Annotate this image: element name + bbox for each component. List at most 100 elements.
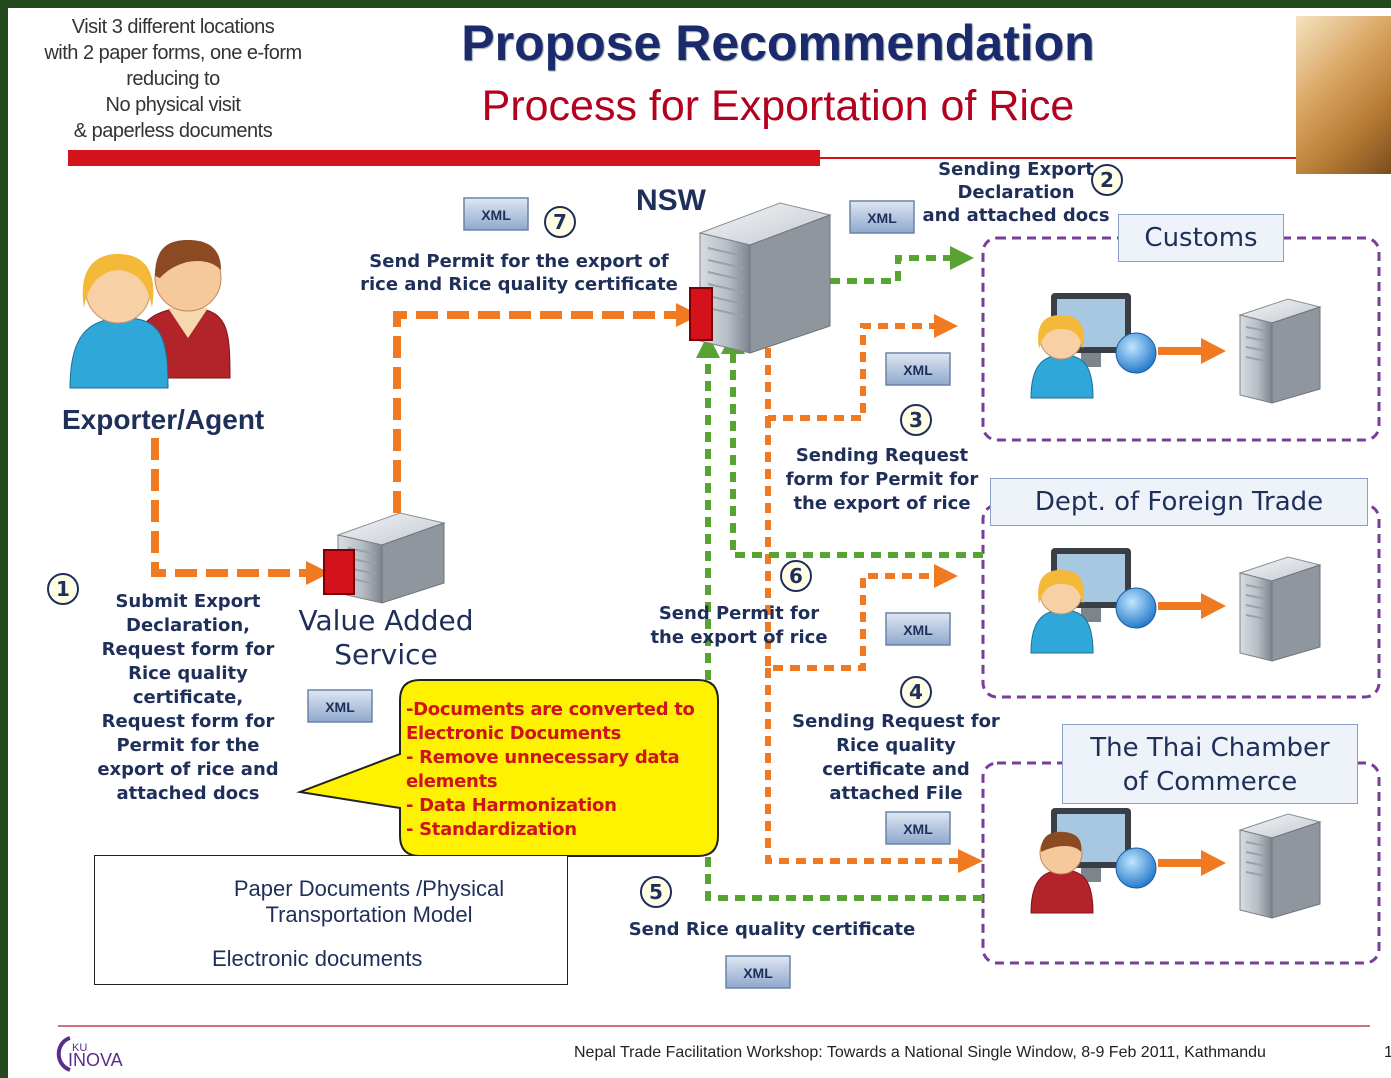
- thai-chamber-title-line: of Commerce: [1122, 767, 1298, 797]
- xml-document-icon: XML: [885, 612, 951, 646]
- step5-label: Send Rice quality certificate: [622, 918, 922, 942]
- step1-line: export of rice and: [97, 759, 279, 780]
- step6-line: the export of rice: [650, 627, 828, 648]
- dft-officer-icon: [1030, 548, 1157, 654]
- page-number: 1: [1384, 1044, 1391, 1061]
- step1-line: Declaration,: [126, 615, 250, 636]
- xml-document-icon: XML: [463, 197, 529, 231]
- callout-line: - Remove unnecessary data: [406, 747, 680, 768]
- xml-document-icon: XML: [725, 955, 791, 989]
- vas-label: Value Added Service: [286, 604, 486, 672]
- page-title: Propose Recommendation: [461, 15, 1095, 71]
- nsw-label: NSW: [636, 184, 706, 217]
- flow-vas-to-nsw: [393, 311, 678, 513]
- step-number-s7: 7: [544, 206, 576, 238]
- step2-line: and attached docs: [922, 205, 1110, 226]
- step4-line: attached File: [829, 783, 963, 804]
- step4-line: certificate and: [822, 759, 970, 780]
- arrowhead-step2: [950, 246, 974, 270]
- step1-line: Request form for: [101, 639, 275, 660]
- diagram-canvas: XML XML XML XML XML XML XML 1 2 3 4 5 6 7: [47, 164, 1381, 989]
- svg-text:2: 2: [1100, 168, 1114, 192]
- summary-note: Visit 3 different locations with 2 paper…: [8, 14, 338, 144]
- svg-text:KU: KU: [72, 1042, 87, 1054]
- xml-document-icon: XML: [849, 200, 915, 234]
- step3-line: the export of rice: [793, 493, 971, 514]
- customs-title: Customs: [1118, 214, 1284, 262]
- arrowhead-vas: [306, 561, 330, 585]
- note-line: Visit 3 different locations: [71, 16, 275, 38]
- step-number-s6: 6: [780, 560, 812, 592]
- customs-officer-icon: [1030, 293, 1157, 399]
- callout-line: Electronic Documents: [406, 723, 622, 744]
- xml-document-icon: XML: [307, 689, 373, 723]
- svg-text:4: 4: [909, 680, 923, 704]
- step2-label: Sending Export Declaration and attached …: [916, 158, 1116, 227]
- vas-server-icon: [323, 512, 446, 604]
- legend-paper-line: Paper Documents /Physical: [233, 876, 505, 901]
- callout-text: -Documents are converted to Electronic D…: [406, 698, 714, 842]
- svg-text:INOVA: INOVA: [68, 1050, 123, 1070]
- svg-text:5: 5: [649, 880, 663, 904]
- ku-inova-logo: KU INOVA: [56, 1036, 123, 1072]
- svg-text:7: 7: [553, 210, 567, 234]
- arrowhead-nsw: [676, 303, 700, 327]
- chamber-officer-icon: [1030, 808, 1157, 914]
- arrowhead-dft: [934, 564, 958, 588]
- svg-text:6: 6: [789, 564, 803, 588]
- note-line: No physical visit: [105, 94, 241, 116]
- xml-label: XML: [481, 207, 511, 223]
- footer-divider: [58, 1025, 1370, 1027]
- xml-document-icon: XML: [885, 811, 951, 845]
- exporter-label: Exporter/Agent: [62, 404, 265, 435]
- thai-chamber-title-line: The Thai Chamber: [1090, 733, 1330, 763]
- step-number-s5: 5: [640, 876, 672, 908]
- page-subtitle: Process for Exportation of Rice: [481, 82, 1075, 130]
- svg-text:3: 3: [909, 408, 923, 432]
- step4-label: Sending Request for Rice quality certifi…: [786, 710, 1006, 806]
- arrowhead-customs: [934, 314, 958, 338]
- step4-line: Sending Request for: [792, 711, 1000, 732]
- step6-line: Send Permit for: [658, 603, 820, 624]
- thai-chamber-title: The Thai Chamber of Commerce: [1062, 724, 1358, 804]
- step7-label: Send Permit for the export of rice and R…: [354, 250, 684, 296]
- flow-step5: [705, 353, 983, 901]
- step2-line: Sending Export: [938, 159, 1094, 180]
- xml-label: XML: [743, 965, 773, 981]
- title-red-bar: [68, 150, 820, 166]
- step-number-s1: 1: [47, 573, 79, 605]
- callout-line: -Documents are converted to: [406, 699, 695, 720]
- dft-server-icon: [1238, 556, 1322, 662]
- note-line: & paperless documents: [73, 120, 273, 142]
- legend-paper-text: Paper Documents /Physical Transportation…: [204, 876, 534, 928]
- xml-label: XML: [867, 210, 897, 226]
- legend-paper-line: Transportation Model: [265, 902, 473, 927]
- flow-step3: [765, 323, 938, 421]
- step1-line: Rice quality: [128, 663, 248, 684]
- flow-exporter-to-vas: [151, 438, 308, 577]
- step3-line: Sending Request: [795, 445, 969, 466]
- xml-label: XML: [903, 362, 933, 378]
- vas-label-line: Value Added: [298, 604, 474, 637]
- footer-text: Nepal Trade Facilitation Workshop: Towar…: [574, 1044, 1266, 1061]
- step5-line: Send Rice quality certificate: [628, 919, 916, 940]
- step1-line: Submit Export: [115, 591, 261, 612]
- step1-line: attached docs: [116, 783, 260, 804]
- step3-line: form for Permit for: [785, 469, 979, 490]
- note-line: with 2 paper forms, one e-form: [44, 42, 302, 64]
- step-number-s3: 3: [900, 404, 932, 436]
- flow-dft-return: [765, 418, 938, 671]
- step1-line: Request form for: [101, 711, 275, 732]
- xml-document-icon: XML: [885, 352, 951, 386]
- step1-line: certificate,: [132, 687, 244, 708]
- step2-line: Declaration: [957, 182, 1075, 203]
- step6-label: Send Permit for the export of rice: [644, 602, 834, 650]
- vas-label-line: Service: [334, 638, 438, 671]
- svg-text:1: 1: [56, 577, 70, 601]
- callout-line: - Standardization: [406, 819, 577, 840]
- legend-box: [94, 855, 568, 985]
- step7-line: rice and Rice quality certificate: [360, 274, 678, 295]
- step1-label: Submit Export Declaration, Request form …: [78, 590, 298, 806]
- title-red-line: [820, 157, 1300, 159]
- xml-label: XML: [903, 821, 933, 837]
